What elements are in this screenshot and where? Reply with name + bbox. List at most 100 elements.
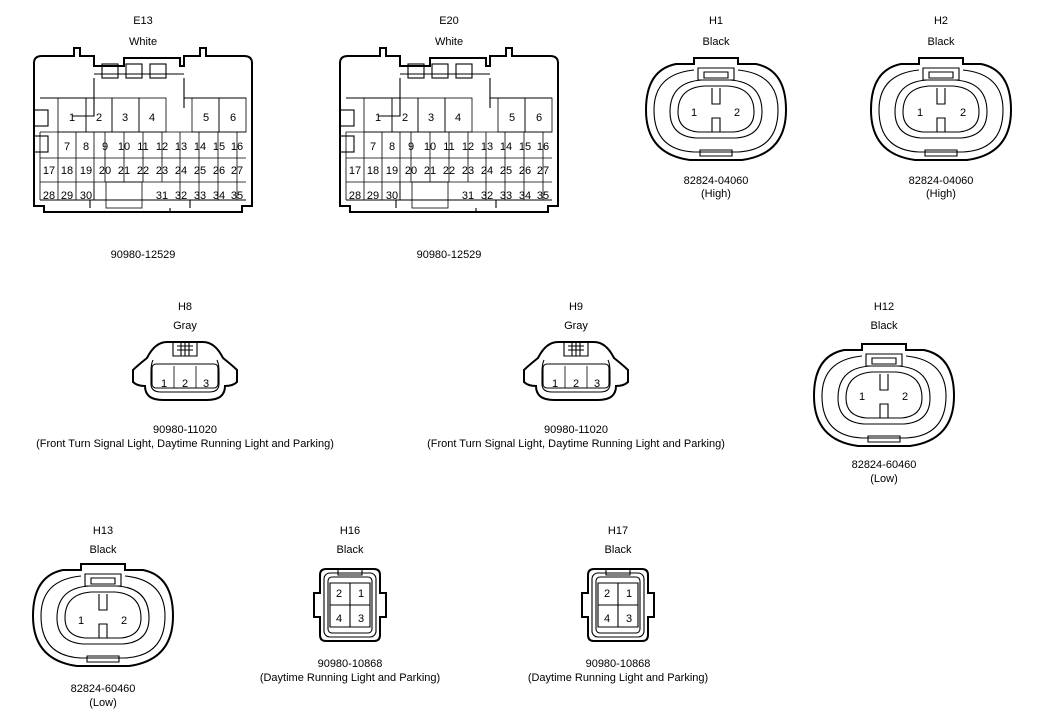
pin-number: 35 (231, 190, 243, 202)
pin-number: 2 (182, 378, 188, 390)
pin-number: 8 (389, 141, 395, 153)
part-number: 90980-11020 (544, 424, 608, 436)
pin-number: 12 (462, 141, 474, 153)
pin-number: 3 (122, 112, 128, 124)
pin-number: 2 (734, 107, 740, 119)
part-note: (Low) (870, 473, 898, 485)
part-number: 90980-10868 (318, 658, 383, 670)
pin-number: 26 (519, 165, 531, 177)
pin-number: 33 (500, 190, 512, 202)
connector-id: H13 (93, 525, 113, 537)
pin-number: 23 (462, 165, 474, 177)
pin-number: 17 (349, 165, 361, 177)
pin-number: 34 (519, 190, 531, 202)
pin-number: 2 (402, 112, 408, 124)
pin-number: 20 (99, 165, 111, 177)
pin-number: 3 (428, 112, 434, 124)
pin-number: 4 (336, 613, 342, 625)
connector-color: Black (928, 36, 955, 48)
part-note: (Front Turn Signal Light, Daytime Runnin… (36, 438, 334, 450)
pin-number: 6 (230, 112, 236, 124)
connector-color: Black (337, 544, 364, 556)
connector-id: H12 (874, 301, 894, 313)
connector-e20: E20 White 1 2 3 4 5 6 7 8 9 10 11 (339, 15, 559, 261)
pin-labels: 1 2 3 4 5 6 7 8 9 10 11 12 13 14 15 16 1… (349, 112, 549, 202)
pin-number: 28 (43, 190, 55, 202)
pin-number: 3 (594, 378, 600, 390)
connector-id: E20 (439, 15, 459, 27)
pin-number: 26 (213, 165, 225, 177)
pin-number: 7 (370, 141, 376, 153)
pin-number: 29 (61, 190, 73, 202)
pin-number: 15 (213, 141, 225, 153)
connector-h2: H2 Black 1 2 82824-04060 (High) (870, 15, 1012, 200)
connector-e13: E13 White 1 2 3 4 5 6 7 8 9 10 (33, 15, 253, 261)
connector-id: H9 (569, 301, 583, 313)
pin-number: 14 (500, 141, 512, 153)
part-note: (High) (926, 188, 956, 200)
pin-number: 30 (80, 190, 92, 202)
pin-grid (345, 97, 553, 209)
pin-number: 10 (424, 141, 436, 153)
pin-grid (39, 97, 247, 209)
connector-id: E13 (133, 15, 153, 27)
pin-number: 2 (121, 615, 127, 627)
pin-number: 20 (405, 165, 417, 177)
pin-number: 27 (537, 165, 549, 177)
connector-color: Black (605, 544, 632, 556)
pin-number: 1 (161, 378, 167, 390)
pin-labels: 1 2 3 4 5 6 7 8 9 10 11 12 13 14 15 16 1… (43, 112, 243, 202)
pin-number: 1 (358, 588, 364, 600)
pin-number: 1 (552, 378, 558, 390)
connector-color: White (129, 36, 157, 48)
part-number: 82824-04060 (909, 175, 974, 187)
pin-number: 10 (118, 141, 130, 153)
pin-number: 13 (175, 141, 187, 153)
pin-number: 21 (424, 165, 436, 177)
pin-number: 2 (960, 107, 966, 119)
pin-number: 24 (175, 165, 187, 177)
pin-number: 11 (137, 141, 148, 153)
pin-number: 28 (349, 190, 361, 202)
pin-number: 25 (194, 165, 206, 177)
pin-number: 22 (137, 165, 149, 177)
pin-number: 33 (194, 190, 206, 202)
pin-number: 32 (175, 190, 187, 202)
pin-number: 4 (149, 112, 155, 124)
connector-color: Gray (564, 320, 588, 332)
part-number: 90980-11020 (153, 424, 217, 436)
pin-number: 1 (917, 107, 923, 119)
pin-number: 31 (156, 190, 168, 202)
pin-number: 34 (213, 190, 225, 202)
connector-id: H8 (178, 301, 192, 313)
pin-number: 29 (367, 190, 379, 202)
connector-h12: H12 Black 1 2 82824-60460 (Low) (813, 301, 955, 485)
pin-number: 8 (83, 141, 89, 153)
connector-h9: H9 Gray 1 2 3 90980-11020 (Front Turn Si… (427, 301, 725, 450)
pin-number: 24 (481, 165, 493, 177)
connector-id: H2 (934, 15, 948, 27)
pin-number: 15 (519, 141, 531, 153)
pin-number: 1 (69, 112, 75, 124)
pin-number: 19 (80, 165, 92, 177)
pin-number: 30 (386, 190, 398, 202)
pin-number: 12 (156, 141, 168, 153)
part-number: 90980-10868 (586, 658, 651, 670)
pin-number: 2 (573, 378, 579, 390)
pin-number: 35 (537, 190, 549, 202)
pin-number: 3 (626, 613, 632, 625)
connector-h8: H8 Gray 1 2 3 90980-11020 (Front Turn Si… (36, 301, 334, 450)
connector-color: Black (871, 320, 898, 332)
pin-number: 2 (604, 588, 610, 600)
part-number: 82824-60460 (852, 459, 917, 471)
pin-number: 3 (358, 613, 364, 625)
pin-number: 27 (231, 165, 243, 177)
pin-number: 13 (481, 141, 493, 153)
pin-number: 18 (61, 165, 73, 177)
part-note: (Front Turn Signal Light, Daytime Runnin… (427, 438, 725, 450)
pin-number: 2 (902, 391, 908, 403)
connector-color: Gray (173, 320, 197, 332)
pin-number: 5 (203, 112, 209, 124)
pin-number: 14 (194, 141, 206, 153)
pin-number: 4 (604, 613, 610, 625)
